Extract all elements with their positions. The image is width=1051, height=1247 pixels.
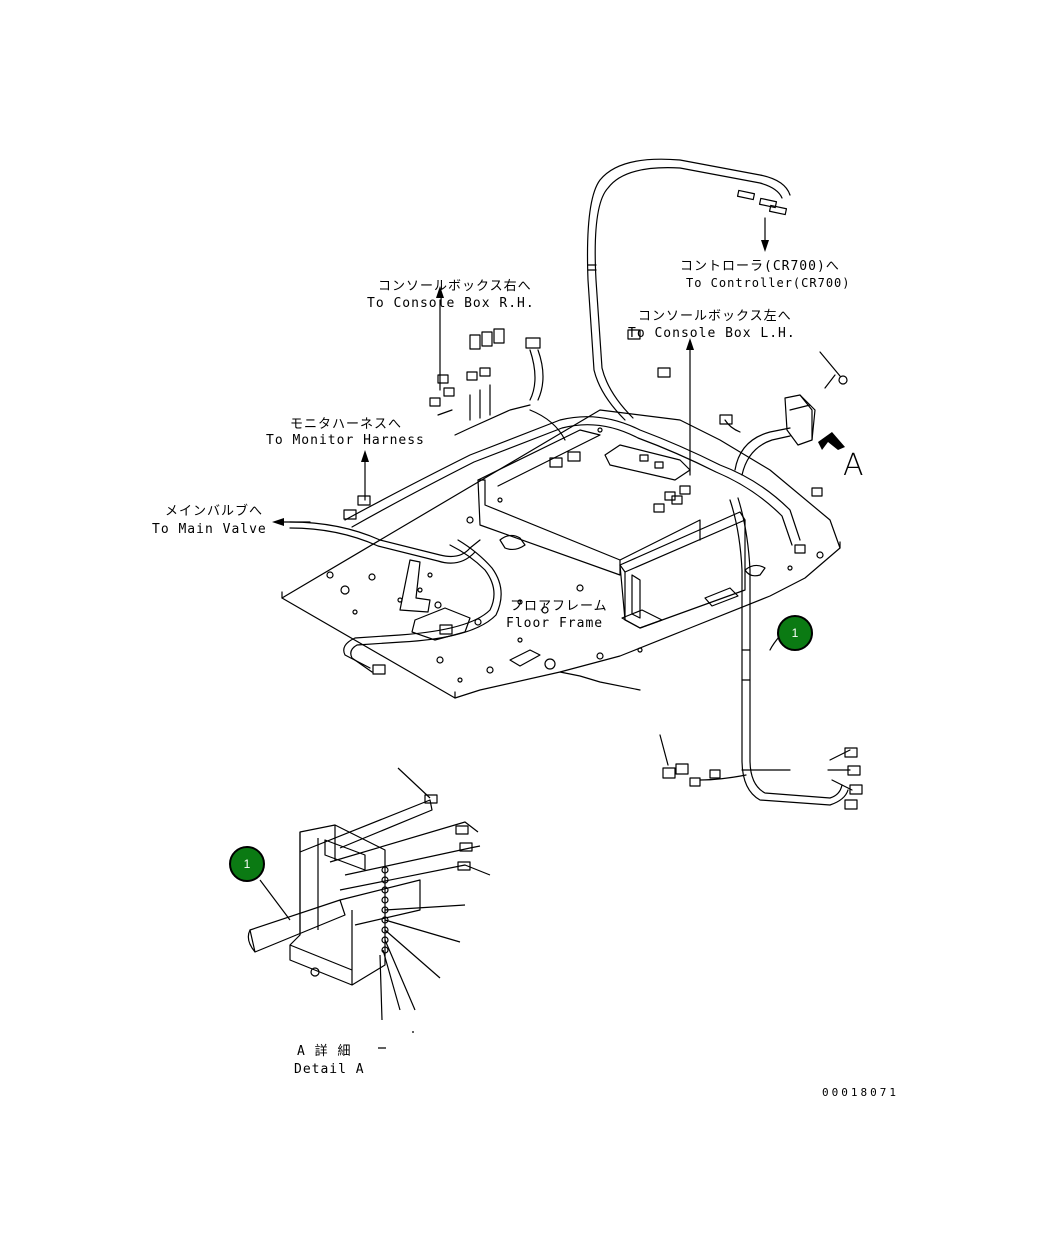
connectors <box>343 328 863 810</box>
console-rh-label-en: To Console Box R.H. <box>367 296 535 311</box>
view-letter-a: A <box>843 448 864 483</box>
console-lh-label-en: To Console Box L.H. <box>628 326 796 341</box>
arrow-up-icon <box>361 450 369 462</box>
arrow-down-icon <box>761 240 769 252</box>
monitor-label-en: To Monitor Harness <box>266 433 425 448</box>
view-arrow-icon <box>818 432 845 450</box>
harness-trunk <box>586 158 791 421</box>
harness-right <box>729 499 849 806</box>
main-valve-label-en: To Main Valve <box>152 522 267 537</box>
arrow-up-icon <box>436 286 444 298</box>
controller-label-en: To Controller(CR700) <box>686 276 851 290</box>
console-rh-label-jp: コンソールボックス右へ <box>378 279 532 294</box>
harness-left <box>344 416 801 541</box>
arrow-left-icon <box>272 518 284 526</box>
callout-badge-1[interactable]: 1 <box>777 615 813 651</box>
floor-frame-label-jp: フロアフレーム <box>510 599 608 614</box>
bracket-frame <box>477 479 621 576</box>
connector-a <box>784 374 836 446</box>
detail-a-label-en: Detail A <box>294 1062 365 1077</box>
detail-a-drawing <box>247 767 491 1049</box>
floor-holes <box>326 427 824 683</box>
leader-arrows <box>281 299 691 523</box>
controller-box <box>619 511 746 629</box>
floor-frame <box>281 409 841 699</box>
floor-frame-inner-edge <box>281 541 841 699</box>
drawing-number: 00018071 <box>822 1086 899 1099</box>
monitor-label-jp: モニタハーネスへ <box>290 417 403 432</box>
arrow-up-icon <box>686 338 694 350</box>
callout-badge-1-detail[interactable]: 1 <box>229 846 265 882</box>
floor-frame-label-en: Floor Frame <box>506 616 604 631</box>
detail-a-label-jp: A 詳 細 <box>297 1044 352 1059</box>
console-lh-label-jp: コンソールボックス左へ <box>638 309 792 324</box>
controller-label-jp: コントローラ(CR700)へ <box>680 259 840 274</box>
main-valve-label-jp: メインバルブへ <box>165 504 264 519</box>
